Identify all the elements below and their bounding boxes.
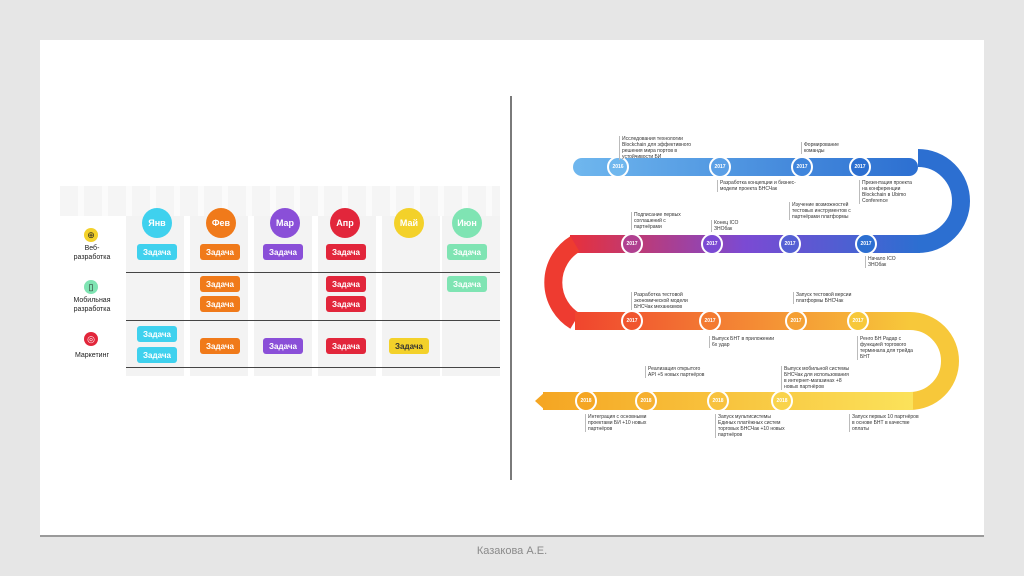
month-may: Май bbox=[394, 208, 424, 238]
task-mobile-jun[interactable]: Задача bbox=[447, 276, 487, 292]
target-icon: ◎ bbox=[84, 332, 98, 346]
roadmap-note: Запуск мультисистемы Единых платёжных си… bbox=[715, 414, 788, 438]
task-web-jun[interactable]: Задача bbox=[447, 244, 487, 260]
year-node: 2017 bbox=[849, 156, 871, 178]
task-web-feb[interactable]: Задача bbox=[200, 244, 240, 260]
roadmap-note: Исследования технологии Blockchain для э… bbox=[619, 136, 700, 160]
year-node: 2016 bbox=[607, 156, 629, 178]
year-node: 2018 bbox=[635, 390, 657, 412]
year-node: 2018 bbox=[707, 390, 729, 412]
gantt-column bbox=[442, 216, 500, 376]
roadmap-note: Выпуск БНТ в приложении 6х удар bbox=[709, 336, 776, 348]
roadmap-note: Ренго БН Радар с функцией торгового терм… bbox=[857, 336, 920, 360]
year-node: 2018 bbox=[771, 390, 793, 412]
task-marketing-feb[interactable]: Задача bbox=[200, 338, 240, 354]
year-node: 2017 bbox=[709, 156, 731, 178]
year-node: 2017 bbox=[699, 310, 721, 332]
task-marketing-jan-2[interactable]: Задача bbox=[137, 347, 177, 363]
roadmap-note: Запуск первых 10 партнёров в основе БНТ … bbox=[849, 414, 922, 432]
roadmap-note: Выпуск мобильной системы БНСЧак для испо… bbox=[781, 366, 852, 390]
roadmap-note: Разработка тестовой экономической модели… bbox=[631, 292, 704, 310]
year-node: 2017 bbox=[701, 233, 723, 255]
footer-author: Казакова А.Е. bbox=[476, 545, 548, 557]
row-divider bbox=[126, 272, 500, 273]
roadmap-note: Формирование команды bbox=[801, 142, 854, 154]
roadmap-note: Подписание первых соглашений с партнёрам… bbox=[631, 212, 694, 230]
year-node: 2017 bbox=[791, 156, 813, 178]
month-mar: Мар bbox=[270, 208, 300, 238]
task-mobile-apr-2[interactable]: Задача bbox=[326, 296, 366, 312]
year-node: 2017 bbox=[621, 233, 643, 255]
task-mobile-feb-2[interactable]: Задача bbox=[200, 296, 240, 312]
year-node: 2017 bbox=[855, 233, 877, 255]
slide-bottom-border bbox=[40, 535, 984, 537]
gantt-table: Янв Фев Мар Апр Май Июн ⊕ Веб-разработка… bbox=[60, 186, 500, 376]
roadmap-note: Начало ICO ЗНОбак bbox=[865, 256, 912, 268]
year-node: 2018 bbox=[575, 390, 597, 412]
task-marketing-may[interactable]: Задача bbox=[389, 338, 429, 354]
phone-icon: ▯ bbox=[84, 280, 98, 294]
task-marketing-mar[interactable]: Задача bbox=[263, 338, 303, 354]
task-mobile-apr-1[interactable]: Задача bbox=[326, 276, 366, 292]
task-marketing-apr[interactable]: Задача bbox=[326, 338, 366, 354]
year-node: 2017 bbox=[785, 310, 807, 332]
roadmap-note: Интеграция с основными проектами БИ +10 … bbox=[585, 414, 658, 432]
roadmap-note: Презентация проекта на конференции Block… bbox=[859, 180, 918, 204]
row-label-marketing: Маркетинг bbox=[74, 352, 110, 359]
year-node: 2017 bbox=[847, 310, 869, 332]
row-divider bbox=[126, 367, 500, 368]
year-node: 2017 bbox=[621, 310, 643, 332]
roadmap: 2016 2017 2017 2017 2017 2017 2017 2017 … bbox=[535, 130, 975, 470]
roadmap-note: Изучение возможностей тестовых инструмен… bbox=[789, 202, 870, 220]
roadmap-note: Запуск тестовой версии платформы БНСЧак bbox=[793, 292, 866, 304]
row-divider bbox=[126, 320, 500, 321]
roadmap-note: Конец ICO ЗНОбак bbox=[711, 220, 754, 232]
month-jan: Янв bbox=[142, 208, 172, 238]
task-marketing-jan-1[interactable]: Задача bbox=[137, 326, 177, 342]
row-label-web: Веб-разработка bbox=[73, 245, 111, 261]
task-web-mar[interactable]: Задача bbox=[263, 244, 303, 260]
month-jun: Июн bbox=[452, 208, 482, 238]
month-apr: Апр bbox=[330, 208, 360, 238]
task-web-jan[interactable]: Задача bbox=[137, 244, 177, 260]
vertical-divider bbox=[510, 96, 512, 480]
year-node: 2017 bbox=[779, 233, 801, 255]
globe-icon: ⊕ bbox=[84, 228, 98, 242]
task-mobile-feb-1[interactable]: Задача bbox=[200, 276, 240, 292]
roadmap-note: Разработка концепции и бизнес-модели про… bbox=[717, 180, 798, 192]
roadmap-note: Реализация открытого API +5 новых партнё… bbox=[645, 366, 708, 378]
task-web-apr[interactable]: Задача bbox=[326, 244, 366, 260]
month-feb: Фев bbox=[206, 208, 236, 238]
